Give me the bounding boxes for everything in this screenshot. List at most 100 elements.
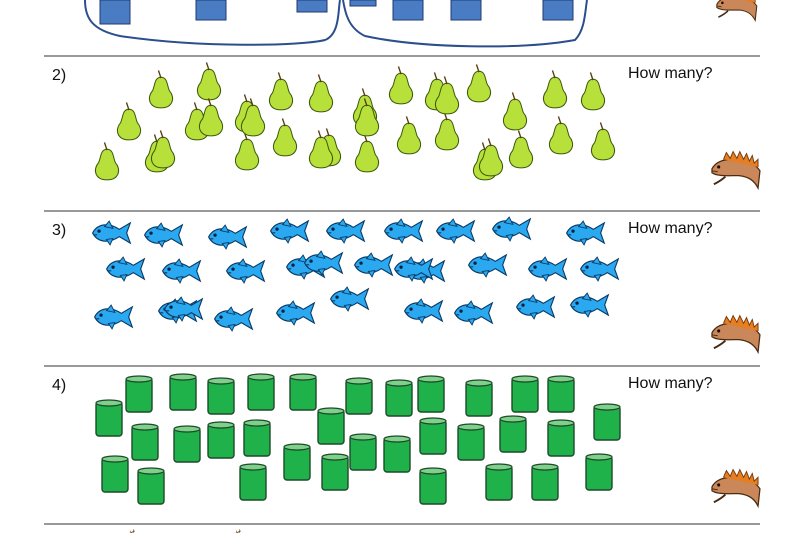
cup-icon	[207, 377, 235, 415]
fish-icon	[326, 218, 365, 244]
cup-icon	[321, 453, 349, 491]
block-icon	[195, 0, 227, 21]
cup-icon	[247, 373, 275, 411]
pear-icon	[196, 61, 222, 101]
fish-icon	[208, 224, 247, 250]
block-icon	[450, 0, 482, 21]
cup-icon	[169, 373, 197, 411]
pear-icon	[590, 121, 616, 161]
fish-icon	[94, 304, 133, 330]
cup-icon	[417, 375, 445, 413]
grouping-loop-left	[84, 0, 341, 46]
pear-icon	[234, 131, 260, 171]
cup-icon	[465, 379, 493, 417]
cup-icon	[485, 463, 513, 501]
cup-icon	[499, 415, 527, 453]
cup-icon	[385, 379, 413, 417]
pear-icon	[94, 141, 120, 181]
fish-icon	[214, 306, 253, 332]
pear-icon	[268, 71, 294, 111]
fish-icon	[144, 222, 183, 248]
pear-icon	[508, 129, 534, 169]
fish-icon	[454, 300, 493, 326]
problem-5-remnant: ~♯~ ~♯~~	[122, 527, 255, 533]
pear-icon	[272, 117, 298, 157]
decor-sketch: ~♯~~	[228, 527, 255, 533]
cup-icon	[283, 443, 311, 481]
fish-icon	[528, 256, 567, 282]
fish-group	[92, 216, 619, 332]
fish-icon	[566, 220, 605, 246]
cup-icon	[585, 453, 613, 491]
question-label: How many?	[628, 65, 713, 82]
block-icon	[99, 0, 131, 25]
lizard-icon	[710, 150, 761, 190]
cup-icon	[95, 399, 123, 437]
block-icon	[392, 0, 424, 21]
cup-icon	[137, 467, 165, 505]
pear-icon	[354, 133, 380, 173]
question-label: How many?	[628, 220, 713, 237]
pear-icon	[548, 115, 574, 155]
cup-group	[95, 373, 621, 505]
pear-icon	[388, 65, 414, 105]
cup-icon	[511, 375, 539, 413]
cup-icon	[531, 463, 559, 501]
cup-icon	[289, 373, 317, 411]
fish-icon	[92, 220, 131, 246]
lizard-icon	[710, 314, 761, 354]
decor-sketch: ~♯~	[122, 527, 142, 533]
block-icon	[296, 0, 328, 13]
pear-icon	[396, 115, 422, 155]
block-icon	[349, 0, 377, 7]
problem-number: 2)	[52, 67, 66, 84]
cup-icon	[345, 377, 373, 415]
fish-icon	[570, 292, 609, 318]
fish-icon	[384, 218, 423, 244]
problem-2: 2) How many?	[52, 61, 761, 190]
cup-icon	[125, 375, 153, 413]
fish-icon	[270, 218, 309, 244]
pear-icon	[198, 97, 224, 137]
fish-icon	[330, 286, 369, 312]
pear-icon	[308, 73, 334, 113]
cup-icon	[101, 455, 129, 493]
pear-icon	[148, 69, 174, 109]
problem-number: 3)	[52, 222, 66, 239]
lizard-icon	[710, 468, 761, 508]
fish-icon	[404, 298, 443, 324]
fish-icon	[354, 252, 393, 278]
problem-number: 4)	[52, 377, 66, 394]
cup-icon	[317, 407, 345, 445]
pear-group	[94, 61, 616, 181]
fish-icon	[580, 256, 619, 282]
fish-icon	[276, 300, 315, 326]
block-icon	[542, 0, 574, 21]
cup-icon	[131, 423, 159, 461]
question-label: How many?	[628, 375, 713, 392]
problem-1-remnant	[84, 0, 758, 48]
fish-icon	[226, 258, 265, 284]
cup-icon	[173, 425, 201, 463]
cup-icon	[243, 419, 271, 457]
pear-icon	[502, 91, 528, 131]
grouping-loop-right	[342, 0, 588, 48]
cup-icon	[419, 417, 447, 455]
cup-icon	[457, 423, 485, 461]
cup-icon	[593, 403, 621, 441]
cup-icon	[419, 467, 447, 505]
cup-icon	[207, 421, 235, 459]
cup-icon	[383, 435, 411, 473]
fish-icon	[516, 294, 555, 320]
problem-4: 4) How many?	[52, 373, 761, 508]
pear-icon	[466, 63, 492, 103]
cup-icon	[349, 433, 377, 471]
lizard-icon	[715, 0, 758, 22]
pear-icon	[542, 69, 568, 109]
cup-icon	[239, 463, 267, 501]
pear-icon	[116, 101, 142, 141]
fish-icon	[162, 258, 201, 284]
fish-icon	[436, 218, 475, 244]
fish-icon	[468, 252, 507, 278]
